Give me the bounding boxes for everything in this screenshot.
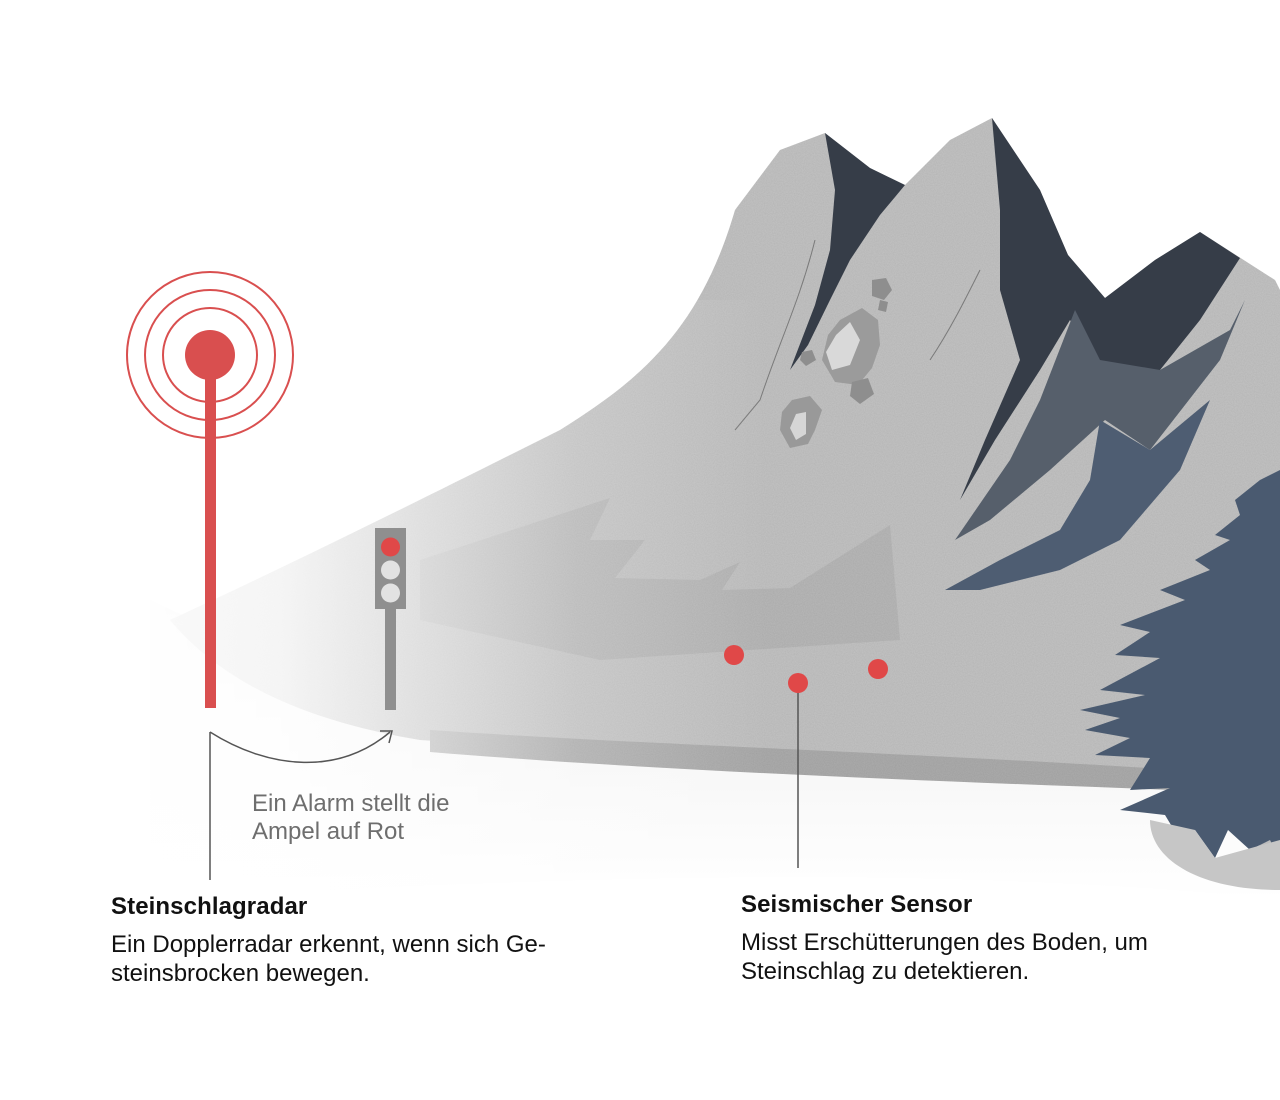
sensor-dot-icon [724, 645, 744, 665]
sensor-dot-icon [788, 673, 808, 693]
left-fade-overlay [0, 300, 1280, 900]
radar-antenna-icon [126, 271, 294, 708]
alarm-note: Ein Alarm stellt die Ampel auf Rot [252, 790, 450, 845]
radar-label: Steinschlagradar Ein Dopplerradar erkenn… [111, 892, 546, 988]
alarm-arrow-icon [209, 730, 393, 764]
seismic-sensors [724, 645, 888, 693]
radar-title: Steinschlagradar [111, 893, 308, 920]
seismic-label: Seismischer Sensor Misst Erschütterungen… [741, 890, 1148, 986]
radar-description: Ein Dopplerradar erkennt, wenn sich Ge- … [111, 931, 546, 987]
traffic-light-icon [375, 528, 406, 710]
sensor-dot-icon [868, 659, 888, 679]
seismic-title: Seismischer Sensor [741, 891, 973, 918]
seismic-description: Misst Erschütterungen des Boden, um Stei… [741, 929, 1148, 985]
